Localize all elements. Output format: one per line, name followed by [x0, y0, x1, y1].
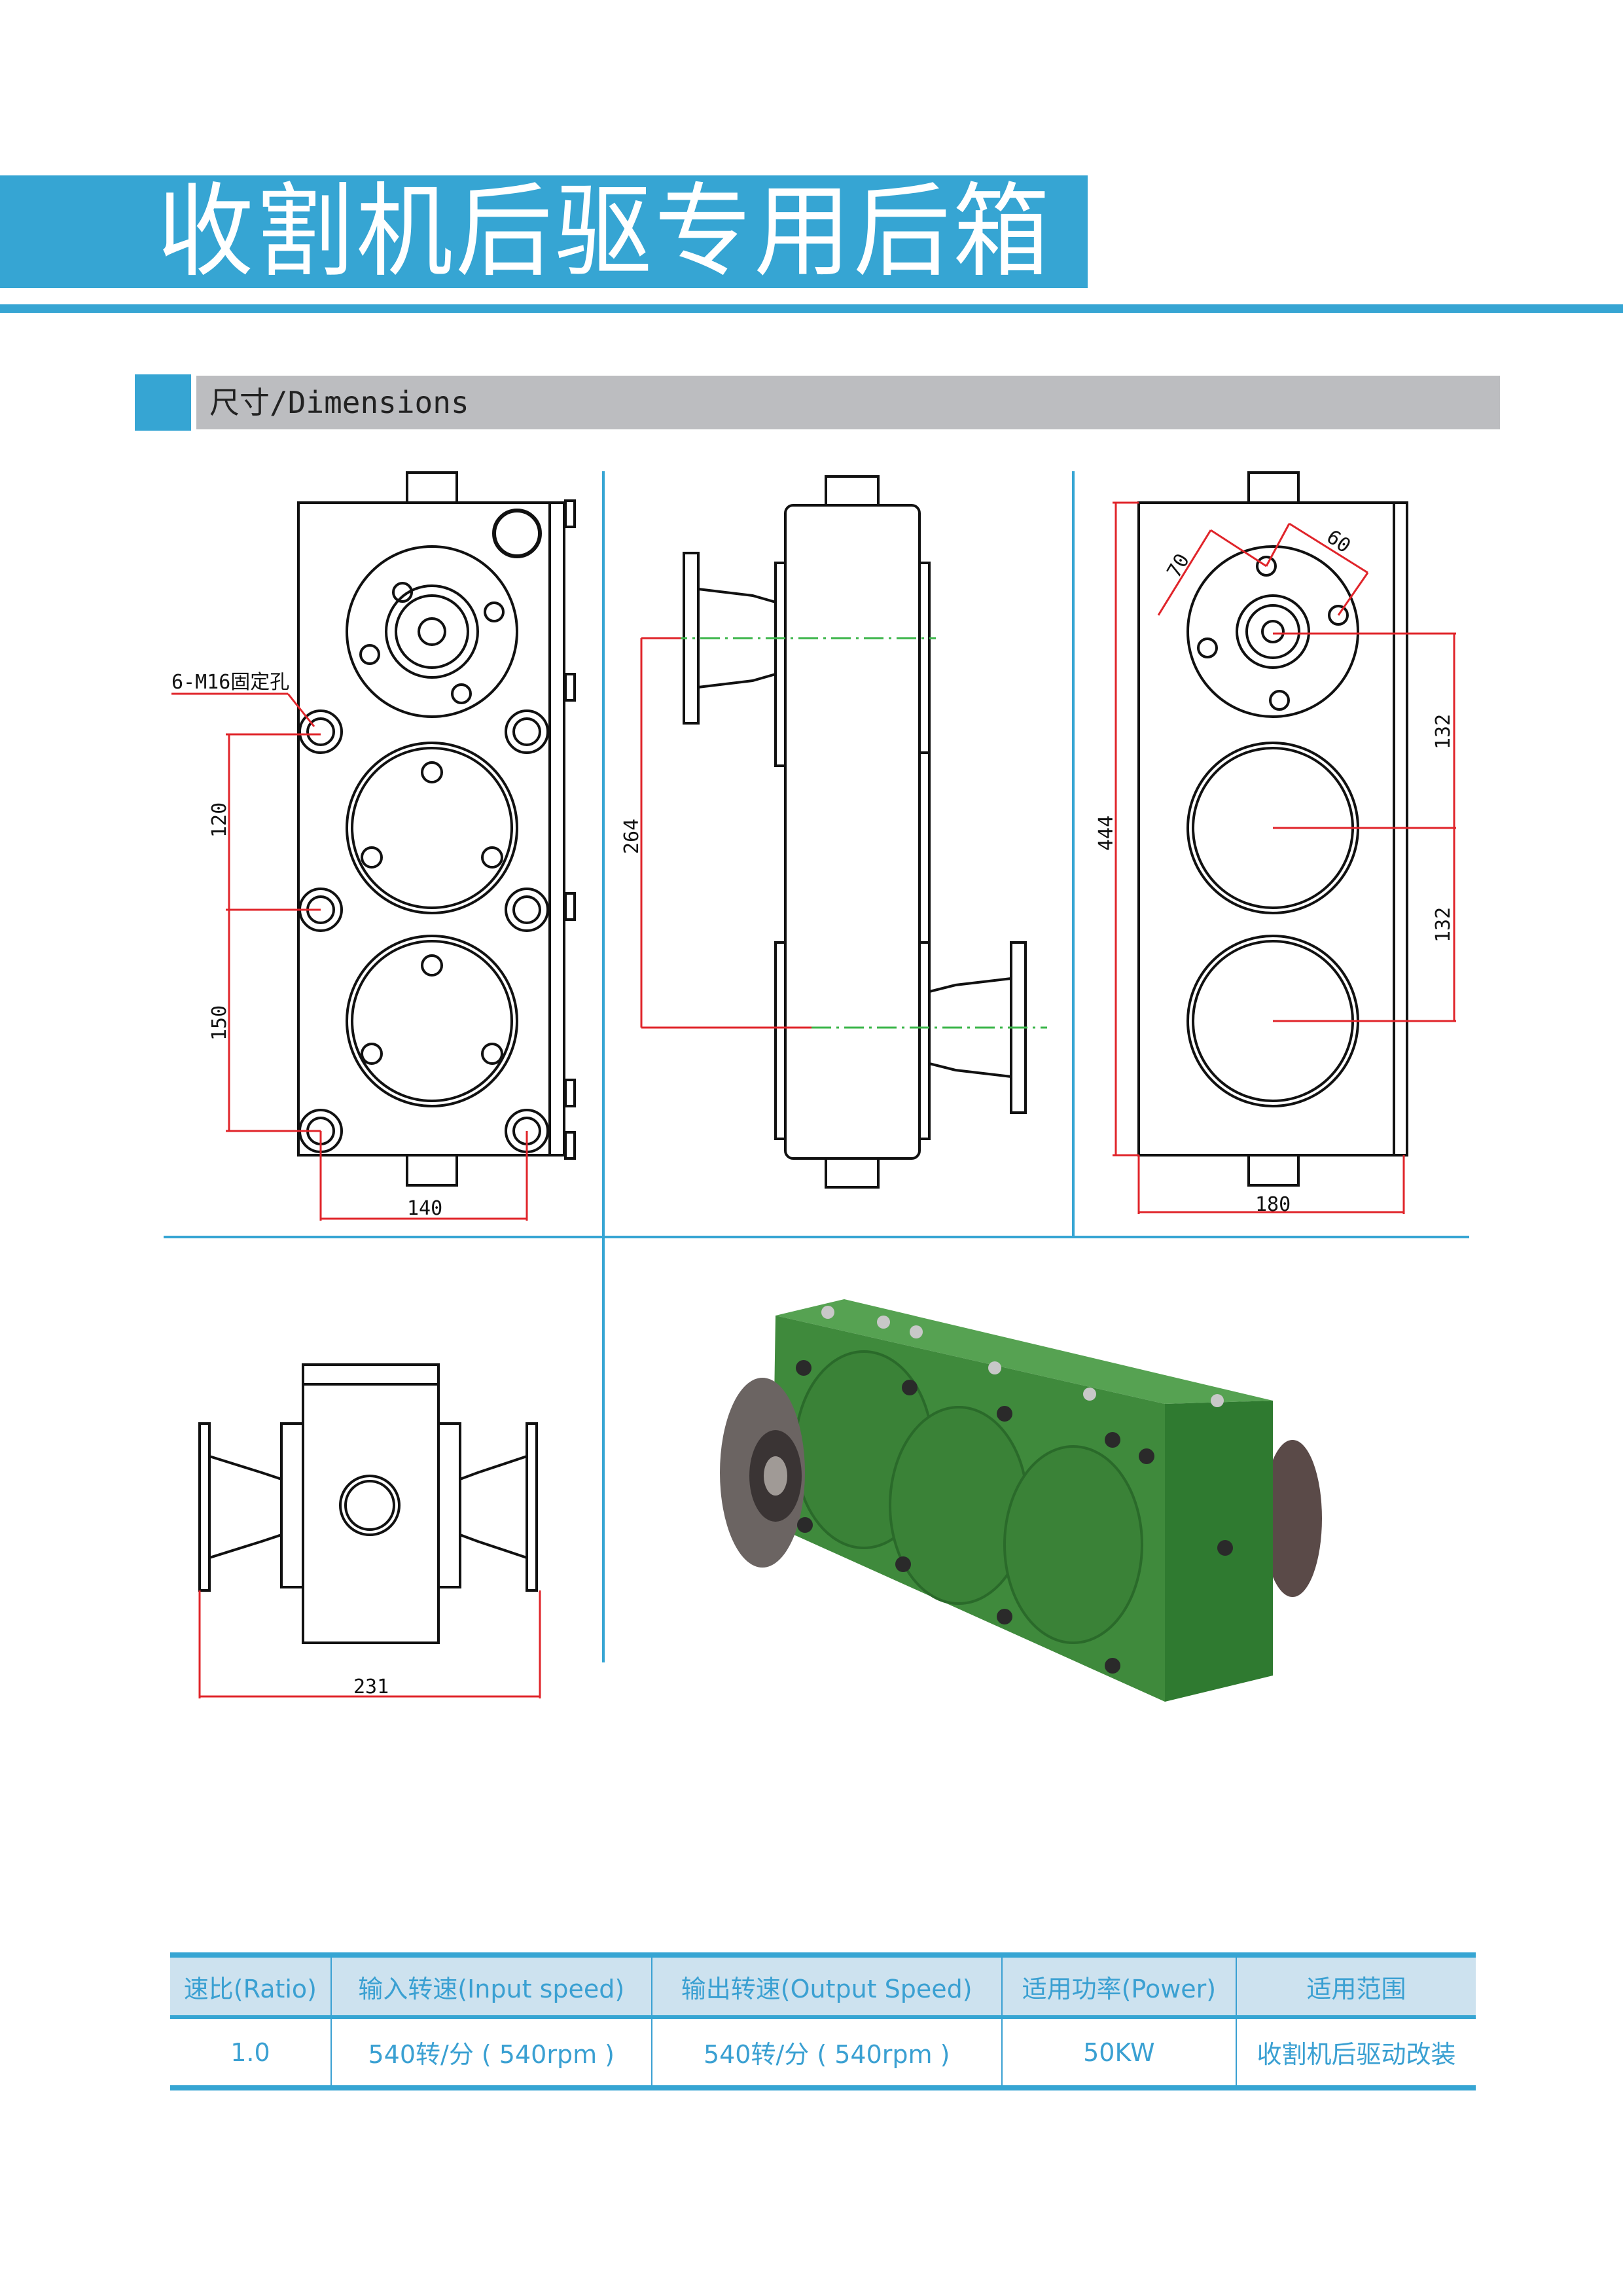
dim-132-a: 132 [1432, 714, 1455, 749]
col-input-speed: 输入转速(Input speed) [330, 1955, 652, 2017]
dim-180: 180 [1255, 1193, 1291, 1216]
col-output-speed: 输出转速(Output Speed) [651, 1955, 1002, 2017]
rear-view [1113, 471, 1456, 1214]
gearbox-render [720, 1299, 1322, 1702]
dim-264: 264 [620, 819, 643, 854]
spec-table: 速比(Ratio) 输入转速(Input speed) 输出转速(Output … [170, 1952, 1476, 2090]
dim-70: 70 [1163, 550, 1194, 582]
title-band [0, 175, 1088, 288]
front-view [171, 471, 576, 1221]
section-bar [196, 376, 1500, 429]
front-dimension-lines [171, 692, 528, 1221]
panel-dividers [164, 471, 1469, 1662]
table-header-row: 速比(Ratio) 输入转速(Input speed) 输出转速(Output … [170, 1955, 1476, 2017]
cell-power: 50KW [1001, 2017, 1236, 2088]
logo [492, 509, 542, 558]
section-title: 尺寸/Dimensions [209, 385, 469, 420]
cell-output-speed: 540转/分 ( 540rpm ) [651, 2017, 1002, 2088]
dim-140: 140 [407, 1197, 442, 1220]
divider [0, 304, 1623, 313]
dim-132-b: 132 [1432, 907, 1455, 942]
col-ratio: 速比(Ratio) [183, 1974, 317, 2003]
dim-444: 444 [1095, 816, 1118, 851]
dim-231: 231 [353, 1676, 389, 1698]
table-row: 1.0 540转/分 ( 540rpm ) 540转/分 ( 540rpm ) … [170, 2017, 1476, 2088]
page-title: 收割机后驱专用后箱 [157, 172, 1052, 291]
cell-application: 收割机后驱动改装 [1236, 2017, 1476, 2088]
cell-ratio: 1.0 [230, 2037, 270, 2067]
section-marker [135, 374, 191, 431]
top-view [198, 1363, 541, 1698]
cell-input-speed: 540转/分 ( 540rpm ) [330, 2017, 652, 2088]
dim-150: 150 [208, 1005, 231, 1041]
side-view [640, 475, 1047, 1189]
col-power: 适用功率(Power) [1001, 1955, 1236, 2017]
side-bolts [564, 499, 576, 1160]
col-application: 适用范围 [1236, 1955, 1476, 2017]
dim-120: 120 [208, 802, 231, 838]
dim-60: 60 [1322, 526, 1355, 558]
hole-label: 6-M16固定孔 [171, 671, 289, 694]
mounting-holes [298, 709, 549, 1153]
